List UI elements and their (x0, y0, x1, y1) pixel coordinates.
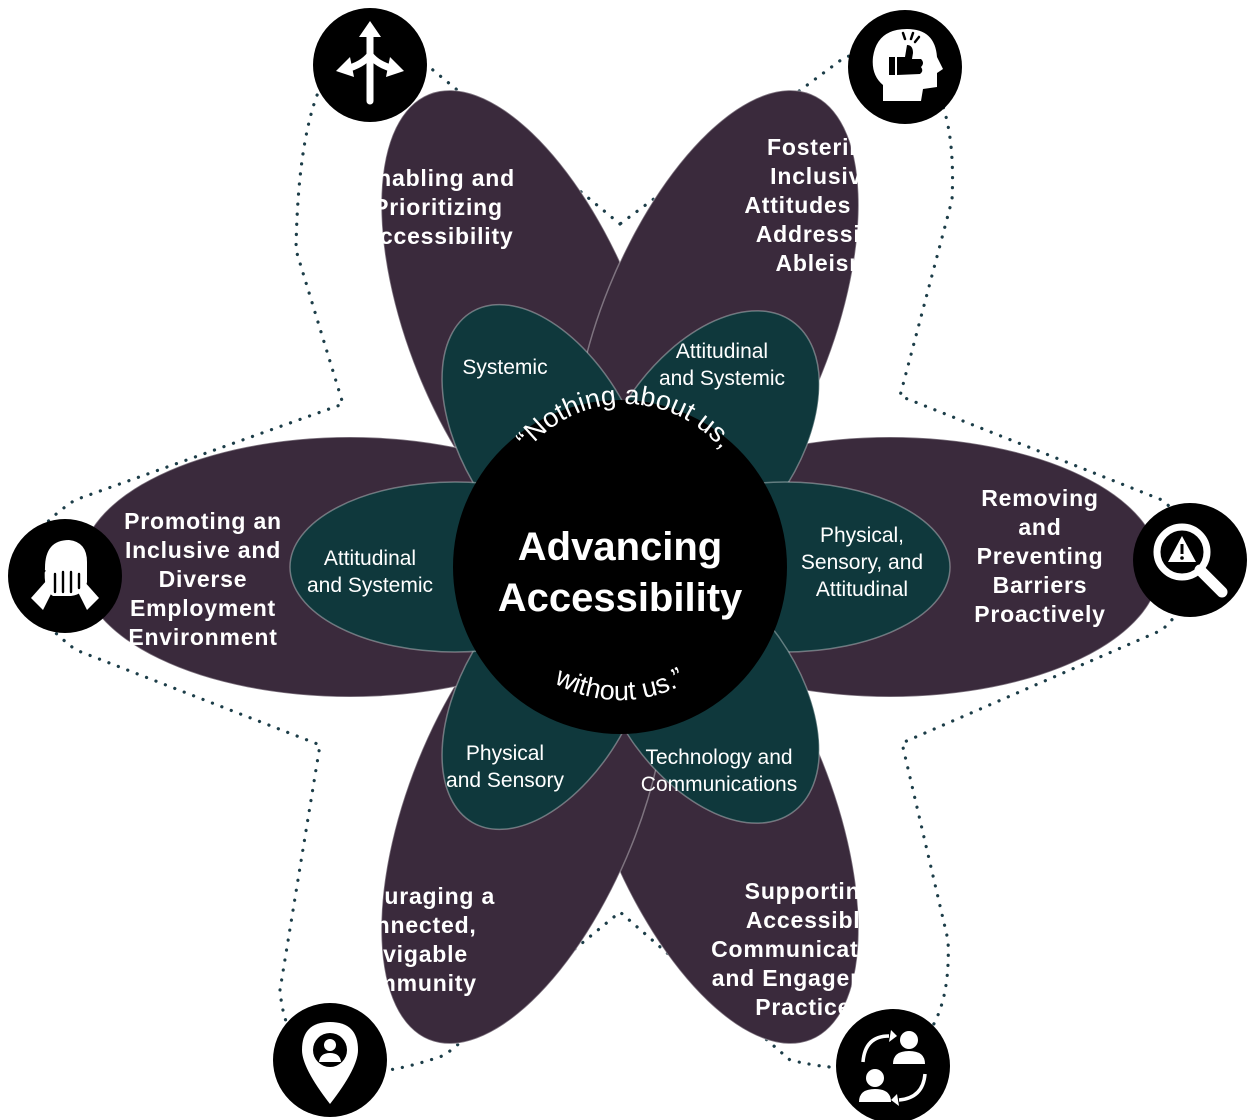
inner-label-line: Technology and (645, 746, 792, 769)
inner-label-line: and Systemic (659, 367, 785, 390)
outer-label-line: Preventing (977, 543, 1104, 569)
outer-label-line: Navigable (352, 941, 468, 967)
inner-label-line: and Sensory (446, 769, 564, 792)
outer-label-line: Employment (130, 595, 276, 621)
outer-label-line: Prioritizing (373, 194, 503, 220)
outer-label-line: Encouraging a (325, 883, 495, 909)
outer-label-line: Community (343, 970, 477, 996)
outer-label-line: Supporting (745, 878, 876, 904)
inner-label-physical-sensory: Physical and Sensory (446, 742, 564, 792)
outer-label-line: Ableism (775, 250, 870, 276)
outer-label-line: Inclusive (770, 163, 876, 189)
outer-label-line: Promoting an (124, 508, 282, 534)
outer-label-line: Practices (755, 994, 865, 1020)
outer-label-line: Diverse (159, 566, 248, 592)
outer-label-line: Accessible (746, 907, 874, 933)
outer-label-line: Inclusive and (125, 537, 281, 563)
outer-label-line: and (1018, 514, 1061, 540)
inner-label-systemic: Systemic (462, 356, 547, 379)
outer-label-line: Accessibility (362, 223, 513, 249)
center-circle (453, 400, 787, 734)
split-arrows-icon (313, 8, 427, 122)
inner-label-line: Attitudinal (324, 547, 416, 570)
inner-label-line: and Systemic (307, 574, 433, 597)
inner-label-line: Communications (641, 773, 797, 796)
location-pin-person-icon (273, 1003, 387, 1117)
outer-label-line: and Engagement (712, 965, 909, 991)
center-title-line2: Accessibility (498, 576, 743, 620)
head-thumbs-up-icon (848, 10, 962, 124)
outer-label-line: Fostering (767, 134, 879, 160)
outer-label-line: Communications (711, 936, 909, 962)
center-title-line1: Advancing (518, 525, 722, 569)
outer-label-line: Attitudes and (744, 192, 901, 218)
outer-label-line: Removing (981, 485, 1099, 511)
outer-label-line: Enabling and (361, 165, 515, 191)
magnifier-warning-icon (1133, 503, 1247, 617)
inner-label-line: Systemic (462, 356, 547, 379)
outer-label-line: Barriers (993, 572, 1088, 598)
outer-label-line: Proactively (974, 601, 1106, 627)
outer-label-line: Connected, (343, 912, 476, 938)
inner-label-attitudinal-systemic-left: Attitudinal and Systemic (307, 547, 433, 597)
outer-label-line: Environment (128, 624, 277, 650)
inner-label-line: Physical, (820, 524, 904, 547)
stacked-hands-icon (8, 519, 122, 633)
inner-label-line: Attitudinal (676, 340, 768, 363)
people-exchange-icon (836, 1009, 950, 1120)
inner-label-attitudinal-systemic-top: Attitudinal and Systemic (659, 340, 785, 390)
icon-badge (836, 1009, 950, 1120)
inner-label-line: Sensory, and (801, 551, 923, 574)
outer-label-line: Addressing (756, 221, 891, 247)
inner-label-line: Attitudinal (816, 578, 908, 601)
inner-label-line: Physical (466, 742, 544, 765)
